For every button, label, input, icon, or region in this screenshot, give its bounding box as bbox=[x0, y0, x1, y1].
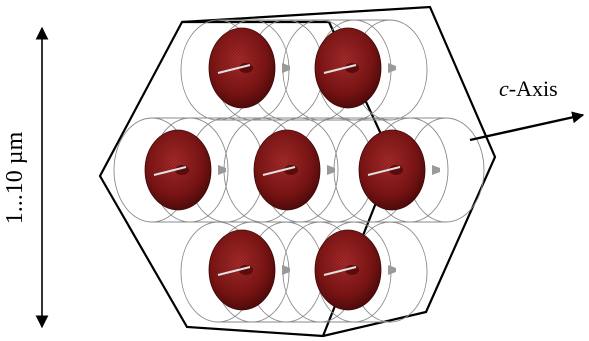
c-axis-arrow bbox=[470, 115, 583, 140]
tube-pin bbox=[388, 265, 396, 275]
tube-pin bbox=[388, 63, 396, 73]
c-axis-label: c-Axis bbox=[499, 76, 558, 101]
red-disc bbox=[145, 130, 226, 210]
disc-layer bbox=[145, 28, 440, 310]
red-disc bbox=[359, 130, 440, 210]
c-axis-label-c: c bbox=[499, 76, 509, 101]
red-disc bbox=[209, 230, 290, 310]
red-disc bbox=[254, 130, 335, 210]
c-axis-label-rest: -Axis bbox=[509, 76, 558, 101]
tube-pin bbox=[218, 165, 226, 175]
scale-label: 1...10 µm bbox=[2, 131, 28, 224]
tube-pin bbox=[432, 165, 440, 175]
red-disc bbox=[209, 28, 290, 108]
